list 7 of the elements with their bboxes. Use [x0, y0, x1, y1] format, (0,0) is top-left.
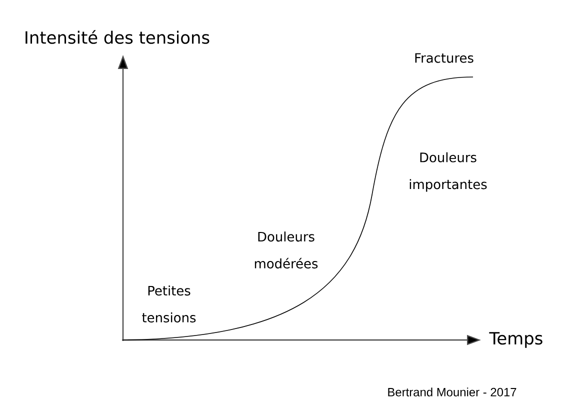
stage-label: Douleurs modérées — [254, 232, 318, 268]
credit-text: Bertrand Mounier - 2017 — [388, 388, 516, 396]
stage-label: Petites tensions — [142, 286, 196, 322]
stage-label: Fractures — [415, 53, 474, 63]
stage-label: Douleurs importantes — [410, 152, 487, 192]
axis-label: Intensité des tensions — [26, 30, 210, 44]
axis-label: Temps — [489, 332, 542, 348]
